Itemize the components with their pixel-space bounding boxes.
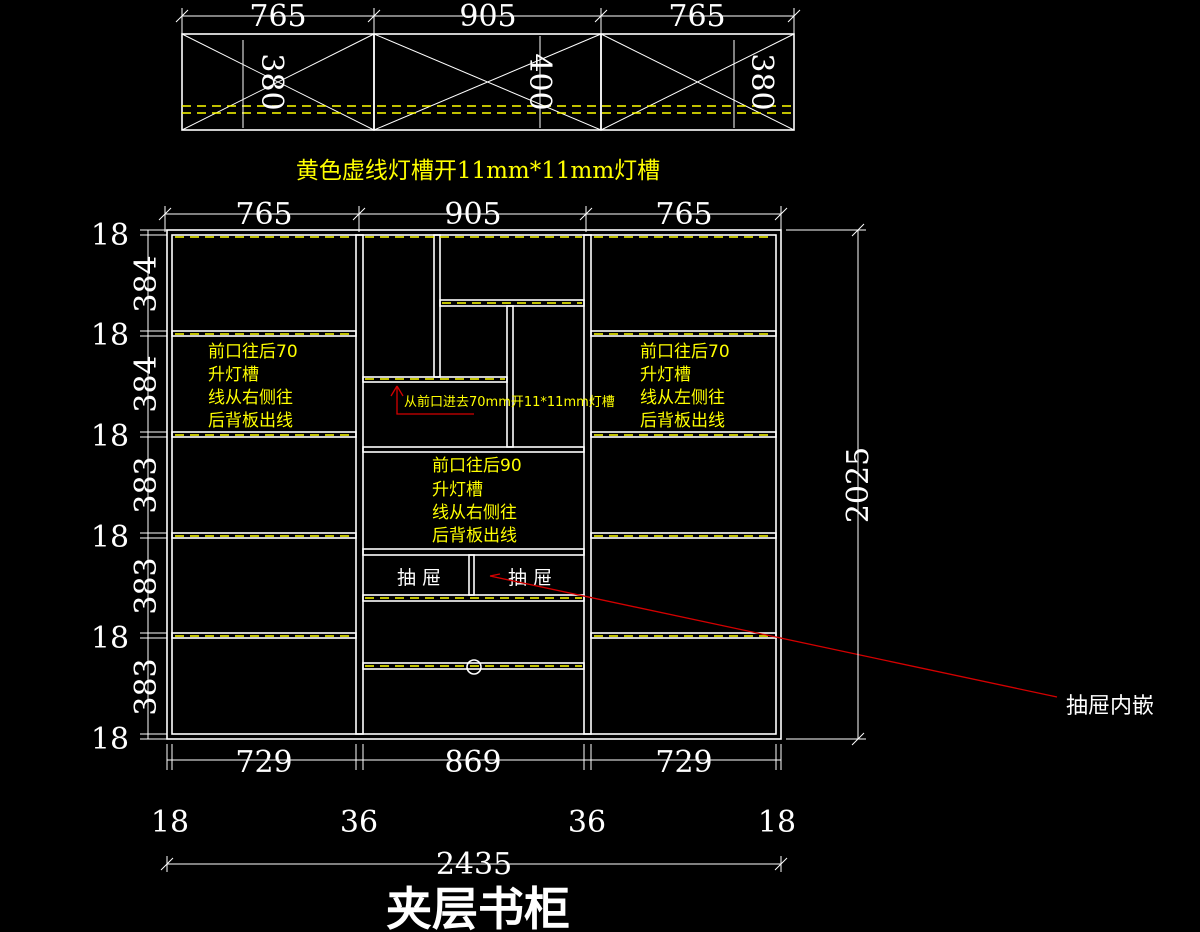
svg-text:升灯槽: 升灯槽 bbox=[640, 365, 691, 385]
svg-text:前口往后70: 前口往后70 bbox=[208, 342, 298, 362]
top-dim-3: 765 bbox=[668, 0, 725, 34]
center-note: 前口往后90 升灯槽 线从右侧往 后背板出线 bbox=[432, 456, 522, 546]
thk-dim-4: 18 bbox=[758, 805, 796, 840]
top-depth-1: 380 bbox=[254, 53, 289, 110]
front-top-dim-1: 765 bbox=[235, 197, 292, 232]
top-depth-2: 400 bbox=[522, 53, 557, 110]
svg-text:前口往后90: 前口往后90 bbox=[432, 456, 522, 476]
left-thk-2: 18 bbox=[91, 318, 129, 353]
left-thk-5: 18 bbox=[91, 621, 129, 656]
front-view: 765 905 765 bbox=[91, 197, 1154, 882]
drawer-callout: 抽屉内嵌 bbox=[1066, 694, 1154, 719]
bottom-dim-2: 869 bbox=[444, 745, 501, 780]
svg-text:前口往后70: 前口往后70 bbox=[640, 342, 730, 362]
total-height: 2025 bbox=[841, 447, 876, 523]
thk-dim-1: 18 bbox=[151, 805, 189, 840]
left-space-4: 383 bbox=[129, 557, 164, 614]
thk-dim-3: 36 bbox=[568, 805, 606, 840]
drawer-label-2: 抽 屉 bbox=[508, 567, 552, 589]
svg-text:线从右侧往: 线从右侧往 bbox=[432, 503, 517, 523]
drawing-title: 夹层书柜 bbox=[386, 882, 570, 932]
drawer-label-1: 抽 屉 bbox=[397, 567, 441, 589]
top-dim-2: 905 bbox=[459, 0, 516, 34]
left-space-3: 383 bbox=[129, 456, 164, 513]
svg-text:线从右侧往: 线从右侧往 bbox=[208, 388, 293, 408]
center-arrow-note: 从前口进去70mm开11*11mm灯槽 bbox=[404, 394, 615, 410]
top-depth-3: 380 bbox=[744, 53, 779, 110]
left-note: 前口往后70 升灯槽 线从右侧往 后背板出线 bbox=[208, 342, 298, 431]
svg-text:后背板出线: 后背板出线 bbox=[208, 411, 293, 431]
left-space-5: 383 bbox=[129, 658, 164, 715]
right-note: 前口往后70 升灯槽 线从左侧往 后背板出线 bbox=[640, 342, 730, 431]
front-top-dim-3: 765 bbox=[655, 197, 712, 232]
top-dim-1: 765 bbox=[249, 0, 306, 34]
thk-dim-2: 36 bbox=[340, 805, 378, 840]
bottom-dim-1: 729 bbox=[235, 745, 292, 780]
total-width: 2435 bbox=[436, 847, 512, 882]
left-thk-1: 18 bbox=[91, 218, 129, 253]
light-slot-note: 黄色虚线灯槽开11mm*11mm灯槽 bbox=[296, 158, 660, 184]
svg-text:后背板出线: 后背板出线 bbox=[640, 411, 725, 431]
svg-text:后背板出线: 后背板出线 bbox=[432, 526, 517, 546]
svg-text:线从左侧往: 线从左侧往 bbox=[640, 388, 725, 408]
front-top-dim-2: 905 bbox=[444, 197, 501, 232]
left-thk-4: 18 bbox=[91, 520, 129, 555]
svg-text:升灯槽: 升灯槽 bbox=[432, 480, 483, 500]
svg-text:升灯槽: 升灯槽 bbox=[208, 365, 259, 385]
top-view: 765 905 765 380 400 380 黄色虚线灯槽开11mm*11mm… bbox=[175, 0, 801, 184]
bottom-dim-3: 729 bbox=[655, 745, 712, 780]
left-thk-3: 18 bbox=[91, 419, 129, 454]
left-space-1: 384 bbox=[129, 255, 164, 312]
left-space-2: 384 bbox=[129, 355, 164, 412]
left-thk-6: 18 bbox=[91, 722, 129, 757]
